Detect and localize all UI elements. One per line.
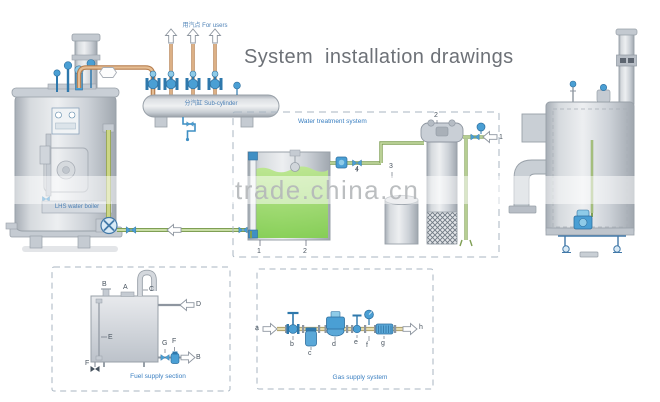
callout: B [102, 281, 107, 288]
callout: C [149, 286, 155, 293]
air-duct [521, 113, 547, 143]
valve-icon [207, 70, 223, 91]
bottom-piping [558, 235, 626, 258]
right-boiler [508, 28, 638, 258]
pipe-tag [98, 67, 118, 78]
valve-icon [185, 70, 201, 91]
tank-vent [101, 288, 111, 297]
callout: 3 [389, 163, 393, 170]
chimney [615, 28, 638, 105]
callout: F [85, 360, 90, 367]
circulation-pump-icon [573, 209, 593, 230]
fill-pipe [137, 269, 157, 296]
gas-supply-title: Gas supply system [332, 374, 388, 381]
callout: G [162, 340, 168, 347]
oil-return-pipe [158, 299, 195, 311]
float-ball-icon [290, 162, 300, 172]
callout: B [196, 354, 201, 361]
oil-filter-icon [170, 353, 180, 364]
valve-icon [163, 70, 179, 91]
boiler-shadow [22, 246, 118, 252]
users-label: 用汽点 For users [182, 23, 228, 29]
callout: b [290, 341, 294, 348]
tank-manhole [120, 291, 135, 297]
callout: E [108, 334, 113, 341]
control-panel [51, 107, 80, 135]
header-gauge-icon [233, 81, 241, 90]
tank-outlet-valve-icon [238, 226, 248, 234]
feed-pump-icon [95, 216, 118, 235]
callout: e [354, 339, 358, 346]
oil-supply-line [158, 347, 196, 364]
fuel-tank [90, 295, 159, 363]
sub-cylinder [142, 28, 280, 142]
check-valve-icon [125, 226, 137, 234]
callout: 2 [434, 112, 438, 119]
callout: h [419, 324, 423, 331]
blowdown-fitting [5, 222, 18, 230]
gas-gauge-icon [364, 309, 374, 325]
feedwater-line [117, 224, 250, 236]
supply-valve-icon [160, 354, 170, 361]
safety-valve-icon [53, 61, 73, 92]
callout: 2 [303, 248, 307, 255]
gas-inlet-arrow-icon [262, 323, 278, 335]
inlet-valve-icon [470, 133, 480, 141]
valve-icon [145, 70, 161, 91]
callout: a [255, 325, 259, 332]
watermark-band [0, 176, 660, 204]
fuel-supply-box [51, 266, 231, 392]
pipe-flanges [285, 325, 397, 333]
gas-outlet-arrow-icon [402, 323, 418, 335]
steam-outlet-arrow-icon [187, 28, 199, 44]
callout: f [366, 342, 368, 349]
tank-level-gauge [95, 298, 107, 361]
water-treatment-title: Water treatment system [298, 118, 367, 125]
inlet-arrow-icon [482, 131, 498, 143]
steam-outlet-arrow-icon [209, 28, 221, 44]
gas-supply-box [256, 268, 434, 390]
gas-valve-icon [286, 311, 300, 334]
supply-arrow-icon [180, 351, 196, 364]
sub-cylinder-label: 分汽缸 Sub-cylinder [184, 101, 238, 107]
gas-regulator-icon [375, 323, 394, 335]
callout: 1 [257, 248, 261, 255]
page-title: System installation drawings [244, 46, 514, 68]
header-drain [182, 117, 196, 142]
callout: 1 [499, 134, 503, 141]
flow-arrow-icon [166, 224, 182, 236]
return-arrow-icon [179, 299, 195, 311]
burner-door [43, 147, 89, 193]
gas-valve2-icon [352, 314, 362, 334]
boiler-side-body [545, 101, 635, 235]
callout-ticks [292, 335, 385, 350]
dashed-border [256, 268, 434, 390]
fuel-supply-title: Fuel supply section [130, 373, 186, 380]
dashed-border [51, 266, 231, 392]
callout: D [196, 301, 202, 308]
callout: 4 [355, 166, 359, 173]
gas-filter-icon [305, 327, 317, 347]
resin-bed [426, 211, 458, 245]
boiler-label: LHS water boiler [54, 204, 100, 210]
callout: c [308, 350, 312, 357]
gas-meter-icon [326, 311, 345, 337]
steam-outlet-arrow-icon [165, 28, 177, 44]
inlet-gauge-icon [476, 122, 486, 132]
drain-valve-icon [90, 362, 100, 372]
feed-pipe [102, 123, 115, 219]
watermark-text: trade.china.cn [235, 175, 420, 205]
chimney-damper-label [616, 54, 637, 67]
callout: F [172, 338, 177, 345]
callout: d [332, 341, 336, 348]
callout: A [123, 284, 128, 291]
header-body [142, 94, 280, 118]
transfer-piping [330, 141, 424, 172]
callout: g [381, 340, 385, 347]
top-fittings [569, 80, 611, 103]
